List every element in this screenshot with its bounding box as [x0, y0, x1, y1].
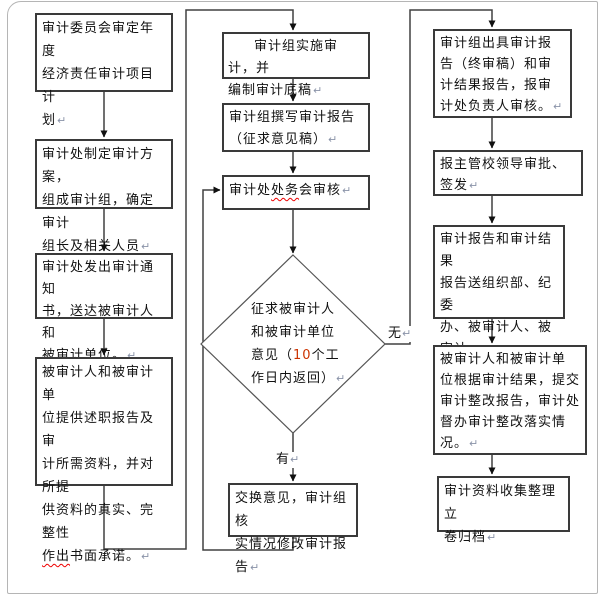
node-exchange-opinions-revise: 交换意见，审计组核 实情况修改审计报告↵	[228, 483, 358, 575]
node-implement-audit: 审计组实施审计，并 编制审计底稿↵	[222, 32, 370, 98]
node-text: 审计资料收集整理立 卷归档	[444, 484, 557, 545]
node-audit-scheme-team: 审计处制定审计方案， 组成审计组，确定审计 组长及相关人员↵	[35, 139, 173, 254]
node-text: 审计处发出审计通知 书，送达被审计人和 被审计单位。	[42, 260, 155, 363]
node-final-report-review: 审计组出具审计报 告（终审稿）和审 计结果报告，报审 计处负责人审核。↵	[433, 29, 572, 118]
label-yes-branch: 有↵	[276, 452, 300, 468]
node-text: 会审核	[299, 183, 342, 198]
node-text: 报主管校领导审批、 签发	[440, 157, 567, 193]
node-annual-audit-plan: 审计委员会审定年度 经济责任审计项目计 划↵	[35, 13, 173, 128]
decision-diamond-shape	[200, 254, 386, 434]
return-mark: ↵	[487, 531, 497, 544]
decision-text: 征求被审计人 和被审计单位 意见（	[251, 302, 336, 363]
return-mark: ↵	[469, 437, 479, 450]
return-mark: ↵	[141, 550, 151, 563]
node-text: 审计处	[229, 183, 272, 198]
node-text: 审计组出具审计报 告（终审稿）和审 计结果报告，报审 计处负责人审核。	[440, 36, 553, 114]
spellcheck-marked-text: 作出	[42, 549, 71, 564]
label-text: 无	[388, 326, 402, 341]
return-mark: ↵	[469, 179, 479, 192]
connector-materials-to-implement	[103, 9, 297, 550]
node-text: 审计处制定审计方案， 组成审计组，确定审计 组长及相关人员	[42, 147, 155, 254]
node-rectification: 被审计人和被审计单 位根据审计结果，提交 审计整改报告，审计处 督办审计整改落实…	[433, 345, 587, 455]
node-text: 审计组撰写审计报告 （征求意见稿）	[229, 110, 356, 147]
node-archive: 审计资料收集整理立 卷归档↵	[437, 476, 570, 545]
decision-text: 个工 作日内返回）	[251, 348, 340, 386]
return-mark: ↵	[127, 349, 137, 362]
return-mark: ↵	[336, 372, 346, 385]
return-mark: ↵	[57, 114, 67, 127]
node-text: 被审计人和被审计单 位提供述职报告及审 计所需资料，并对所提 供资料的真实、完整…	[42, 365, 155, 541]
return-mark: ↵	[313, 84, 323, 97]
return-mark: ↵	[290, 453, 300, 466]
connector-decision-no-to-final-report	[385, 9, 496, 345]
label-text: 有	[276, 452, 290, 467]
decision-solicit-opinions: 征求被审计人 和被审计单位 意见（10个工 作日内返回）↵	[251, 298, 371, 390]
return-mark: ↵	[402, 327, 412, 340]
return-mark: ↵	[342, 184, 352, 197]
node-report-distribution: 审计报告和审计结果 报告送组织部、纪委 办、被审计人、被审计 单位及有关单位。↵	[433, 225, 565, 400]
node-audit-notice: 审计处发出审计通知 书，送达被审计人和 被审计单位。↵	[35, 253, 173, 363]
return-mark: ↵	[553, 100, 563, 113]
return-mark: ↵	[328, 133, 338, 146]
node-text: 审计组实施审计，并 编制审计底稿	[228, 39, 339, 98]
node-draft-report: 审计组撰写审计报告 （征求意见稿）↵	[222, 103, 370, 152]
node-text: 被审计人和被审计单 位根据审计结果，提交 审计整改报告，审计处 督办审计整改落实…	[440, 352, 581, 451]
deadline-days-number: 10	[293, 348, 312, 363]
node-text: 审计委员会审定年度 经济责任审计项目计 划	[42, 21, 155, 128]
node-text: 交换意见，审计组核 实情况修改审计报告	[235, 491, 348, 575]
node-auditee-materials: 被审计人和被审计单 位提供述职报告及审 计所需资料，并对所提 供资料的真实、完整…	[35, 357, 173, 564]
connector-exchange-loop-to-review	[202, 186, 294, 551]
node-leader-approval: 报主管校领导审批、 签发↵	[433, 150, 583, 196]
return-mark: ↵	[141, 240, 151, 253]
spellcheck-marked-text: 处务	[271, 183, 300, 198]
node-text: 书面承诺。	[70, 549, 141, 564]
node-division-meeting-review: 审计处处务会审核↵	[222, 175, 370, 210]
label-no-branch: 无↵	[388, 326, 412, 342]
return-mark: ↵	[250, 561, 260, 574]
